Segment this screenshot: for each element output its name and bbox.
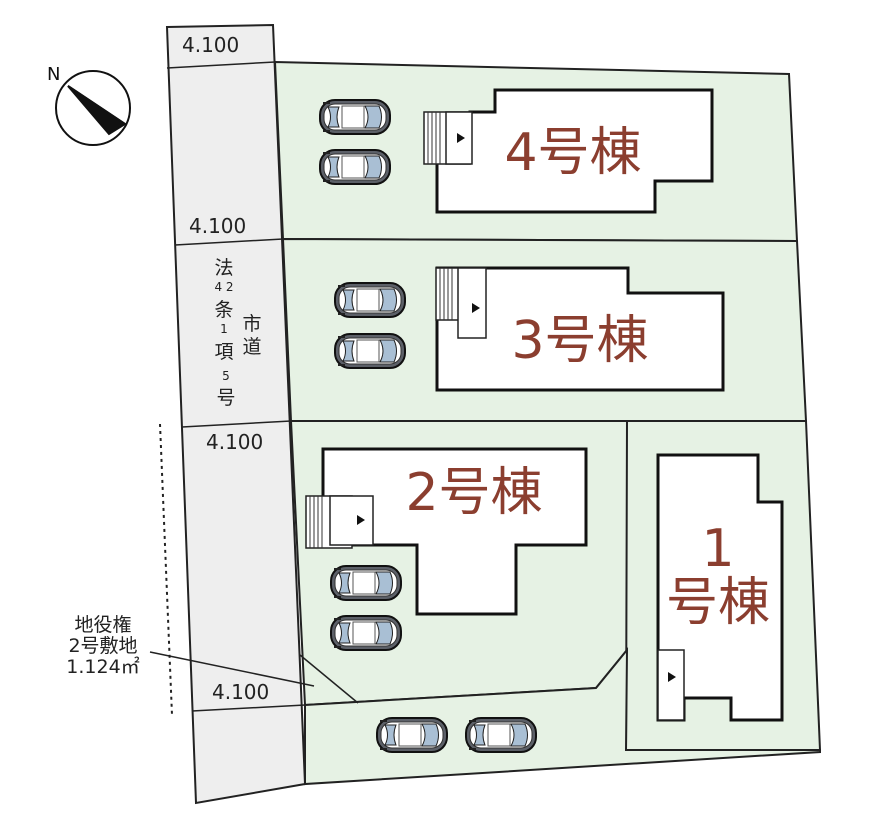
easement-line bbox=[299, 654, 359, 704]
width-dimension-4: 4.100 bbox=[191, 680, 306, 712]
compass-north-icon: N bbox=[47, 64, 131, 146]
entrance-3 bbox=[435, 267, 487, 339]
entrance-arrow-icon bbox=[357, 515, 365, 525]
width-dimension-3: 4.100 bbox=[181, 420, 292, 454]
entrance-1 bbox=[657, 649, 685, 721]
entrance-arrow-icon bbox=[668, 672, 676, 682]
svg-text:項: 項 bbox=[214, 341, 233, 363]
building-3-label: 3号棟 bbox=[511, 311, 648, 371]
svg-text:地役権: 地役権 bbox=[74, 614, 131, 636]
easement-note: 地役権 2号敷地 1.124㎡ bbox=[66, 614, 315, 687]
car-icon bbox=[334, 282, 406, 318]
svg-text:道: 道 bbox=[242, 336, 261, 358]
svg-text:市: 市 bbox=[242, 313, 261, 335]
car-icon bbox=[319, 149, 391, 185]
svg-text:4.100: 4.100 bbox=[182, 33, 239, 57]
car-icon bbox=[330, 615, 402, 651]
dotted-boundary bbox=[159, 423, 173, 716]
svg-text:法: 法 bbox=[214, 257, 233, 279]
road-name: 法 4 2 条 1 項 5 号 市 道 bbox=[214, 257, 261, 409]
svg-text:2号敷地: 2号敷地 bbox=[68, 635, 137, 657]
width-dimension-1: 4.100 bbox=[166, 33, 276, 69]
entrance-2 bbox=[305, 495, 374, 549]
entrance-arrow-icon bbox=[457, 133, 465, 143]
car-icon bbox=[334, 333, 406, 369]
north-label: N bbox=[47, 64, 60, 85]
car-icon bbox=[319, 99, 391, 135]
building-4-label: 4号棟 bbox=[504, 123, 641, 183]
entrance-4 bbox=[423, 111, 473, 165]
svg-text:号: 号 bbox=[216, 387, 235, 409]
svg-text:4.100: 4.100 bbox=[212, 680, 269, 704]
svg-text:4.100: 4.100 bbox=[189, 214, 246, 238]
width-dimension-2: 4.100 bbox=[174, 214, 284, 246]
svg-text:4 2: 4 2 bbox=[214, 280, 233, 294]
svg-text:5: 5 bbox=[222, 369, 230, 383]
svg-text:1.124㎡: 1.124㎡ bbox=[66, 655, 139, 678]
car-icon bbox=[465, 717, 537, 753]
svg-text:4.100: 4.100 bbox=[206, 430, 263, 454]
svg-text:1: 1 bbox=[220, 322, 228, 336]
entrance-arrow-icon bbox=[472, 303, 480, 313]
building-1-label-suffix: 号棟 bbox=[666, 573, 770, 633]
building-1-label-number: 1 bbox=[701, 519, 734, 579]
svg-text:条: 条 bbox=[214, 299, 233, 321]
car-icon bbox=[376, 717, 448, 753]
building-3 bbox=[435, 266, 725, 392]
building-2-label: 2号棟 bbox=[405, 463, 542, 523]
car-icon bbox=[330, 565, 402, 601]
easement-leader-line bbox=[149, 651, 315, 687]
